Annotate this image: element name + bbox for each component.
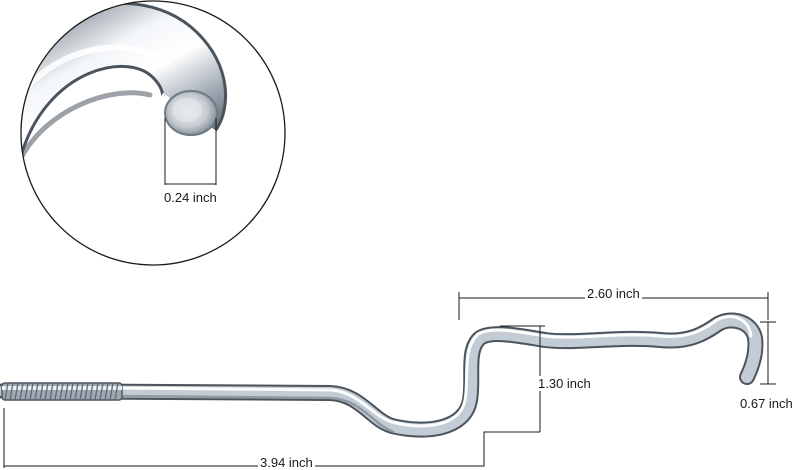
closeup-circle — [20, 0, 286, 266]
bent-rod — [0, 312, 764, 438]
hook-height-label: 0.67 inch — [738, 396, 795, 411]
hook-height-dimension — [760, 321, 776, 385]
length-dimension — [3, 408, 540, 468]
diameter-dimension — [164, 118, 217, 185]
threaded-end — [1, 382, 123, 401]
width-label: 2.60 inch — [585, 286, 642, 301]
length-label: 3.94 inch — [258, 455, 315, 470]
diameter-label: 0.24 inch — [162, 190, 219, 205]
offset-label: 1.30 inch — [536, 376, 593, 391]
